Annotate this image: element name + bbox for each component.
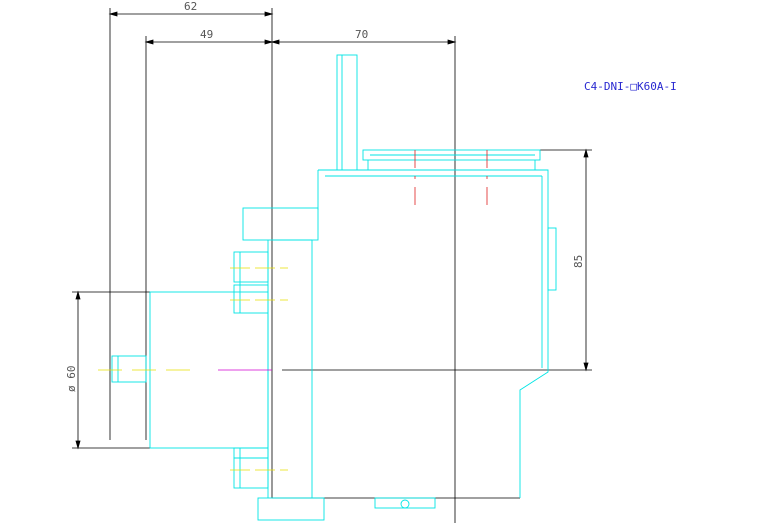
part-number-label: C4-DNI-□K60A-I <box>584 80 677 93</box>
dim-diameter: ø 60 <box>65 366 78 393</box>
part-outline <box>111 54 557 521</box>
dim-height: 85 <box>572 255 585 268</box>
dim-rear-depth: 49 <box>200 28 213 41</box>
dim-total-depth: 62 <box>184 0 197 13</box>
center-lines <box>98 150 488 471</box>
dim-front-depth: 70 <box>355 28 368 41</box>
